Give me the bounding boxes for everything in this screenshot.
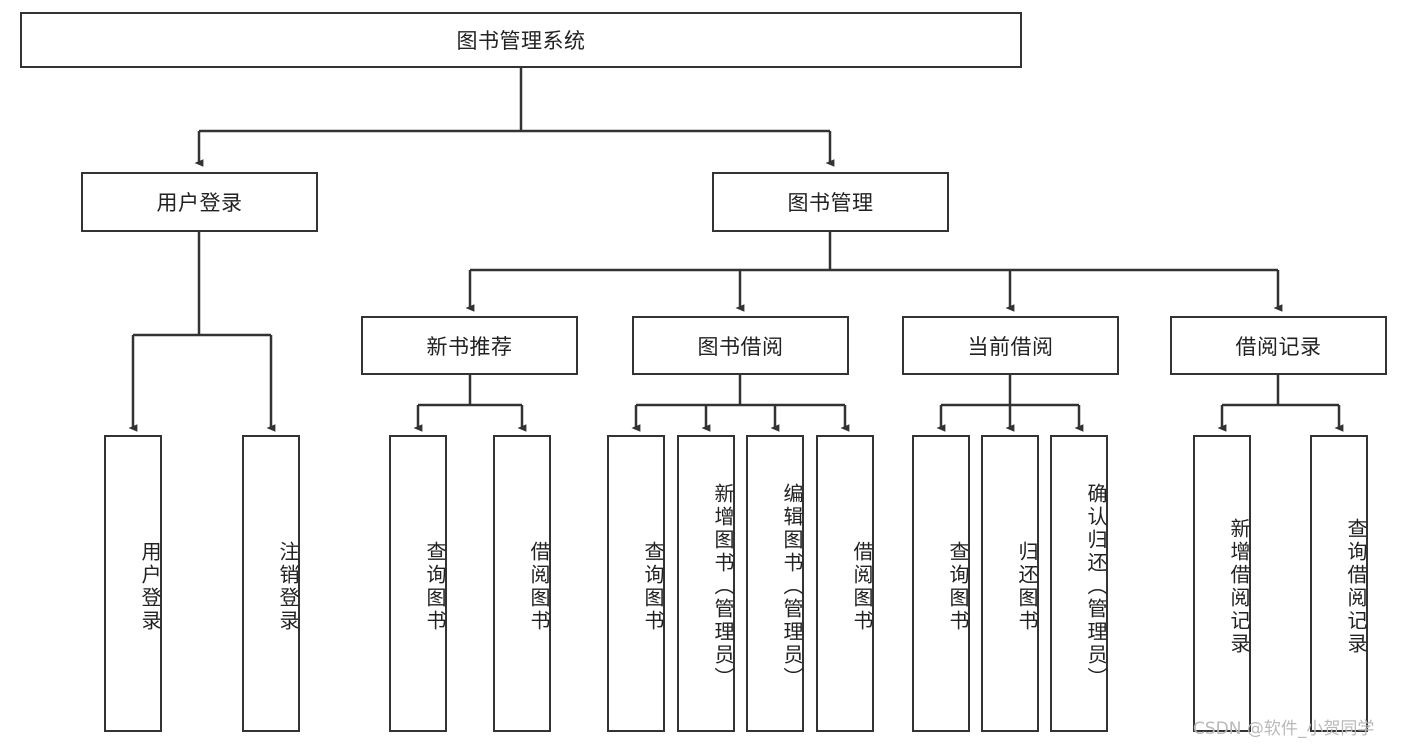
node-book-management[interactable]: 图书管理	[712, 172, 949, 232]
leaf-add-record-label: 新增借阅记录	[1227, 517, 1251, 656]
node-new-book-recommend-label: 新书推荐	[426, 334, 513, 359]
leaf-query-book-3[interactable]: 查询图书	[912, 435, 970, 732]
leaf-query-book-1[interactable]: 查询图书	[389, 435, 447, 732]
leaf-borrow-book-2-label: 借阅图书	[850, 540, 874, 633]
node-book-management-label: 图书管理	[787, 191, 874, 215]
leaf-query-book-2[interactable]: 查询图书	[607, 435, 665, 732]
leaf-add-book-label: 新增图书（管理员）	[711, 483, 735, 690]
leaf-return-book[interactable]: 归还图书	[981, 435, 1039, 732]
leaf-user-login[interactable]: 用户登录	[104, 435, 162, 732]
node-current-borrow-label: 当前借阅	[967, 334, 1054, 359]
node-current-borrow[interactable]: 当前借阅	[902, 316, 1119, 375]
leaf-edit-book-label: 编辑图书（管理员）	[780, 483, 804, 690]
leaf-query-book-2-label: 查询图书	[641, 540, 665, 633]
leaf-borrow-book-1[interactable]: 借阅图书	[493, 435, 551, 732]
node-user-login[interactable]: 用户登录	[81, 172, 318, 232]
link-new-book-recommend-to-leaves	[413, 375, 527, 432]
node-root-label: 图书管理系统	[456, 29, 586, 53]
leaf-confirm-return-label: 确认归还（管理员）	[1084, 483, 1108, 690]
node-user-login-label: 用户登录	[156, 191, 243, 215]
link-book-borrow-to-leaves	[631, 375, 850, 432]
leaf-edit-book[interactable]: 编辑图书（管理员）	[746, 435, 804, 732]
leaf-query-book-3-label: 查询图书	[946, 540, 970, 633]
leaf-add-book[interactable]: 新增图书（管理员）	[677, 435, 735, 732]
leaf-user-login-label: 用户登录	[138, 540, 162, 633]
link-root-to-level2	[194, 67, 835, 167]
leaf-return-book-label: 归还图书	[1015, 540, 1039, 633]
leaf-add-record[interactable]: 新增借阅记录	[1193, 435, 1251, 732]
link-user-login-to-leaves	[128, 232, 276, 432]
node-borrow-record[interactable]: 借阅记录	[1170, 316, 1387, 375]
node-root[interactable]: 图书管理系统	[20, 12, 1022, 68]
link-book-management-to-level3	[465, 232, 1283, 312]
leaf-query-book-1-label: 查询图书	[423, 540, 447, 633]
watermark: CSDN @软件_小贺同学	[1193, 719, 1375, 739]
leaf-logout-login-label: 注销登录	[276, 540, 300, 633]
node-book-borrow[interactable]: 图书借阅	[632, 316, 849, 375]
link-current-borrow-to-leaves	[936, 375, 1084, 432]
node-new-book-recommend[interactable]: 新书推荐	[361, 316, 578, 375]
link-borrow-record-to-leaves	[1217, 375, 1344, 432]
leaf-borrow-book-1-label: 借阅图书	[527, 540, 551, 633]
node-book-borrow-label: 图书借阅	[697, 334, 784, 359]
leaf-query-record[interactable]: 查询借阅记录	[1310, 435, 1368, 732]
leaf-query-record-label: 查询借阅记录	[1344, 517, 1368, 656]
leaf-borrow-book-2[interactable]: 借阅图书	[816, 435, 874, 732]
leaf-confirm-return[interactable]: 确认归还（管理员）	[1050, 435, 1108, 732]
node-borrow-record-label: 借阅记录	[1235, 334, 1322, 359]
leaf-logout-login[interactable]: 注销登录	[242, 435, 300, 732]
